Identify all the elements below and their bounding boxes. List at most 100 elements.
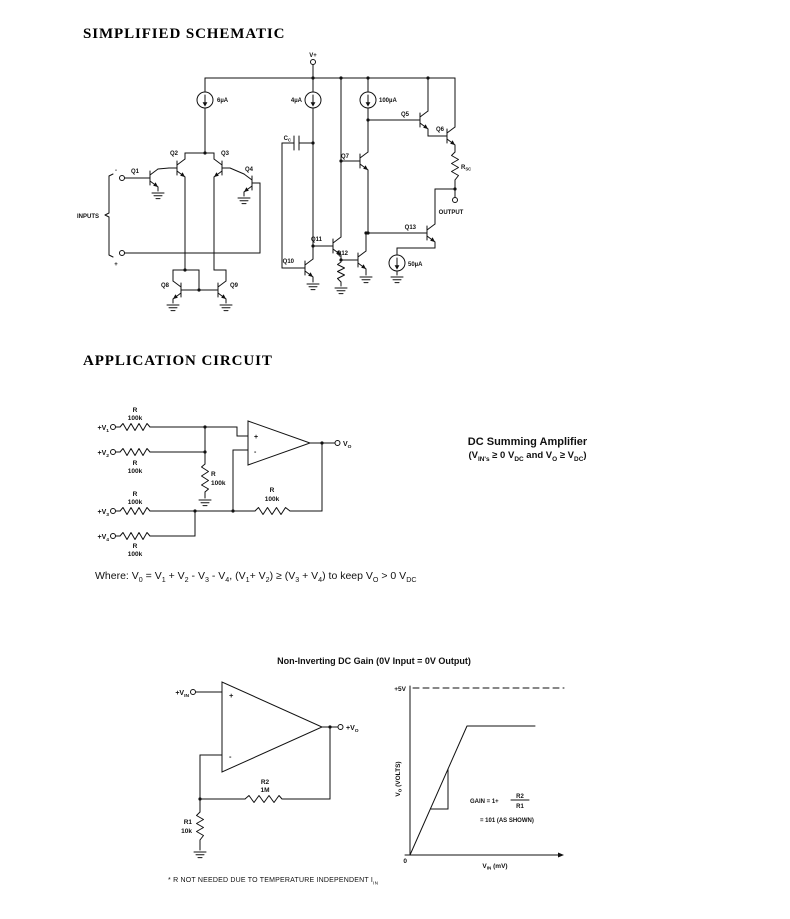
q12-label: Q12 — [337, 251, 349, 257]
five-volt-label: +5V — [394, 686, 406, 693]
q3-label: Q3 — [221, 151, 230, 157]
opamp-minus-sign: - — [254, 449, 257, 456]
summing-amplifier-circuit: + - +V1 +V2 +V3 +V4 VO R 100k R 100k R 1… — [98, 407, 352, 558]
section-title-simplified-schematic: SIMPLIFIED SCHEMATIC — [83, 26, 286, 42]
opamp-symbol: + - — [247, 420, 312, 466]
q2-label: Q2 — [170, 151, 179, 157]
r3-value: 100k — [128, 499, 143, 506]
ground-icon — [306, 283, 320, 291]
footnote: * R NOT NEEDED DUE TO TEMPERATURE INDEPE… — [168, 877, 379, 887]
output-label: OUTPUT — [439, 210, 464, 216]
compensation-capacitor-cc: CC — [284, 135, 300, 151]
gain-result: = 101 (AS SHOWN) — [480, 818, 534, 824]
gain-circuit-and-graph: + - +VIN +VO R2 1M R1 10k +5V 0 VO ( — [175, 681, 565, 871]
rf-value: 100k — [265, 496, 280, 503]
ground-icon — [359, 276, 373, 284]
q4-label: Q4 — [245, 167, 254, 173]
q5-label: Q5 — [401, 112, 410, 118]
transistor-q13: Q13 — [405, 223, 436, 243]
transistor-q1: Q1 — [131, 168, 159, 188]
r1-value: 100k — [128, 415, 143, 422]
transistor-q2: Q2 — [168, 151, 186, 178]
r3-name: R — [133, 491, 138, 498]
transistor-q8: Q8 — [161, 280, 190, 300]
current-source-6ua: 6µA — [196, 91, 229, 109]
vplus-terminal: V+ — [309, 53, 317, 65]
transistor-q5: Q5 — [401, 110, 429, 130]
q9-label: Q9 — [230, 283, 239, 289]
vo-terminal — [334, 440, 341, 446]
v2-terminal — [110, 449, 116, 455]
inputs-label: INPUTS — [77, 214, 99, 220]
gain-equation: GAIN = 1+ — [470, 799, 499, 805]
r1-name: R — [133, 407, 138, 414]
gain-fraction-numerator: R2 — [516, 794, 524, 800]
v3-terminal — [110, 508, 116, 514]
origin-label: 0 — [403, 858, 407, 865]
schematic-wires — [104, 64, 459, 304]
current-source-50ua-label: 50µA — [408, 262, 423, 268]
q7-label: Q7 — [341, 154, 350, 160]
current-source-100ua-label: 100µA — [379, 98, 397, 104]
r2-value: 100k — [128, 468, 143, 475]
vout-label: +VO — [346, 725, 359, 734]
junction-dots — [183, 76, 457, 292]
ground-icon — [390, 276, 404, 284]
current-source-4ua: 4µA — [291, 91, 322, 109]
ground-icon — [198, 499, 212, 507]
q6-label: Q6 — [436, 127, 445, 133]
transistor-q12: Q12 — [337, 250, 367, 270]
q8-label: Q8 — [161, 283, 170, 289]
r1-value: 10k — [181, 828, 192, 835]
transistor-q3: Q3 — [213, 151, 231, 178]
r2-value: 1M — [260, 787, 269, 794]
ground-icon — [193, 851, 207, 859]
transfer-graph: +5V 0 VO (VOLTS) VIN (mV) GAIN = 1+ R2 R… — [394, 685, 565, 871]
current-source-100ua: 100µA — [359, 91, 397, 109]
r1-name: R1 — [184, 819, 193, 826]
resistor-labels: R 100k R 100k R 100k R 100k R 100k R 100… — [128, 407, 280, 558]
gain-circuit-title: Non-Inverting DC Gain (0V Input = 0V Out… — [277, 656, 471, 666]
transistor-q11: Q11 — [311, 236, 342, 256]
inverting-input-terminal: + — [114, 250, 125, 268]
v2-label: +V2 — [98, 450, 110, 459]
r4-name: R — [133, 543, 138, 550]
summing-caption: DC Summing Amplifier (VIN's ≥ 0 VDC and … — [420, 436, 635, 463]
gain-fraction-denominator: R1 — [516, 804, 524, 810]
q10-label: Q10 — [283, 259, 295, 265]
transistor-q10: Q10 — [283, 258, 314, 278]
current-source-50ua: 50µA — [388, 254, 423, 272]
summing-junction-dots — [193, 425, 324, 513]
x-axis-label: VIN (mV) — [482, 863, 507, 871]
q11-label: Q11 — [311, 237, 323, 243]
y-axis-label: VO (VOLTS) — [395, 761, 403, 796]
summing-caption-conditions: (VIN's ≥ 0 VDC and VO ≥ VDC) — [468, 450, 587, 463]
output-terminal: OUTPUT — [439, 197, 464, 216]
ground-icon — [334, 287, 348, 295]
cc-label: CC — [284, 136, 291, 143]
opamp-minus-sign: - — [229, 752, 232, 761]
vplus-label: V+ — [309, 53, 317, 59]
v4-label: +V4 — [98, 534, 110, 543]
input-plus-sign: + — [114, 262, 118, 268]
transistor-q7: Q7 — [341, 151, 369, 171]
vin-label: +VIN — [175, 690, 189, 699]
summing-caption-title: DC Summing Amplifier — [467, 436, 588, 448]
junction-dot — [198, 797, 202, 801]
v3-label: +V3 — [98, 509, 110, 518]
summing-formula: Where: V0 = V1 + V2 - V3 - V4, (V1+ V2) … — [95, 570, 417, 585]
r4-value: 100k — [128, 551, 143, 558]
ground-icon — [219, 304, 233, 312]
summing-wires — [115, 423, 336, 540]
vin-terminal — [190, 689, 196, 695]
r2-name: R2 — [261, 779, 270, 786]
transistor-q9: Q9 — [209, 280, 239, 300]
q1-label: Q1 — [131, 169, 140, 175]
ground-icon — [166, 304, 180, 312]
v1-terminal — [110, 424, 116, 430]
rsc-label: RSC — [461, 165, 471, 172]
simplified-schematic-diagram: V+ - + INPUTS OUTPUT 6µA 4µA 100µA — [77, 53, 471, 312]
rf-name: R — [270, 487, 275, 494]
opamp-symbol: + - — [221, 681, 324, 773]
